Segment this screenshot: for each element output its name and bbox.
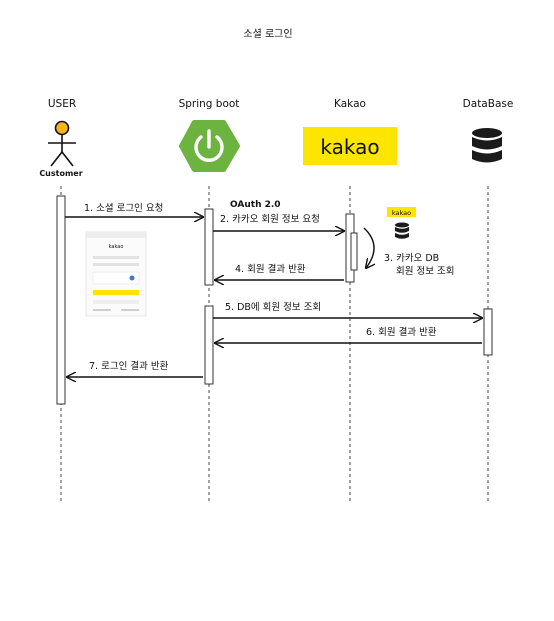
message-2: 2. 카카오 회원 정보 요청 bbox=[220, 214, 320, 225]
user-icon-caption: Customer bbox=[39, 169, 82, 178]
kakao-login-thumbnail: kakao bbox=[85, 231, 147, 317]
activation-user bbox=[56, 195, 66, 405]
oauth-label: OAuth 2.0 bbox=[230, 200, 281, 210]
activation-db bbox=[483, 308, 493, 356]
mini-database-icon bbox=[395, 222, 409, 239]
message-4: 4. 회원 결과 반환 bbox=[235, 263, 306, 275]
message-3-line2: 회원 정보 조회 bbox=[396, 266, 454, 277]
message-1: 1. 소셜 로그인 요청 bbox=[84, 203, 163, 214]
power-icon bbox=[179, 120, 240, 172]
activation-spring-1 bbox=[204, 208, 214, 286]
participant-label-spring: Spring boot bbox=[179, 98, 240, 110]
kakao-badge: kakao bbox=[387, 207, 416, 217]
database-icon bbox=[472, 128, 502, 163]
message-6: 6. 회원 결과 반환 bbox=[366, 326, 437, 338]
kakao-logo: kakao bbox=[303, 127, 397, 165]
arrow-3-self bbox=[363, 227, 374, 268]
activation-spring-2 bbox=[204, 305, 214, 385]
activation-kakao-inner bbox=[350, 232, 358, 271]
participant-label-db: DataBase bbox=[463, 98, 514, 110]
message-7: 7. 로그인 결과 반환 bbox=[89, 360, 169, 372]
thumbnail-logo-text: kakao bbox=[109, 244, 124, 250]
kakao-logo-text: kakao bbox=[320, 135, 379, 159]
message-5: 5. DB에 회원 정보 조회 bbox=[225, 302, 321, 313]
kakao-badge-text: kakao bbox=[392, 209, 411, 217]
message-3-line1: 3. 카카오 DB bbox=[384, 253, 439, 264]
user-icon bbox=[48, 120, 76, 167]
diagram-title: 소셜 로그인 bbox=[243, 28, 292, 40]
participant-label-kakao: Kakao bbox=[334, 98, 366, 110]
participant-label-user: USER bbox=[48, 98, 76, 110]
